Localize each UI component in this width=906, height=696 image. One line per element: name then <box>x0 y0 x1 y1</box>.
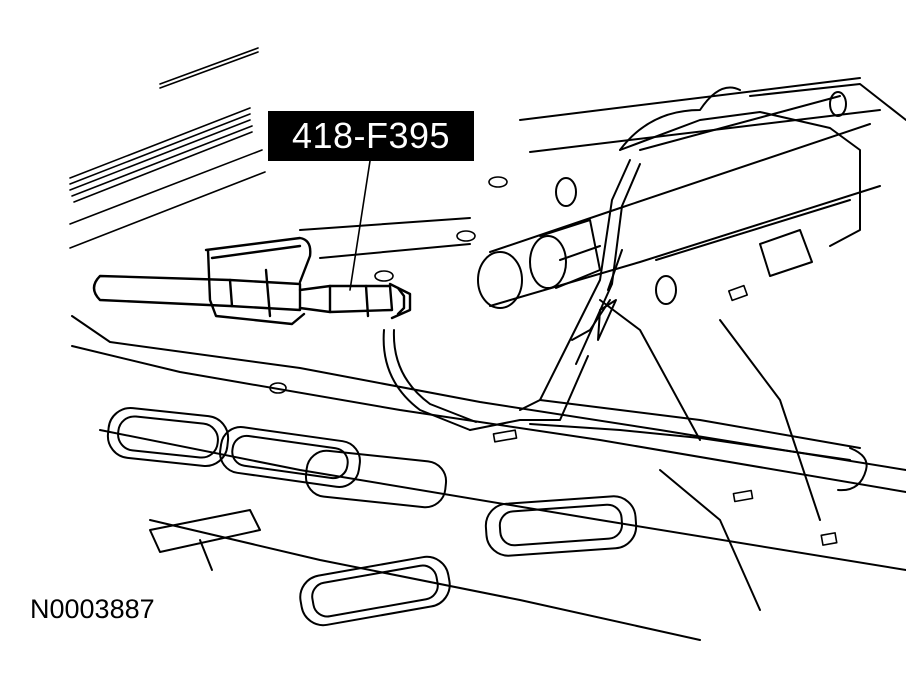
steering-column-tube <box>477 91 881 309</box>
figure-reference-id: N0003887 <box>30 594 155 624</box>
floor-recesses <box>106 407 638 627</box>
callout-leader-line <box>349 160 371 291</box>
tool-number-callout: 418-F395 <box>268 111 474 161</box>
wiring-harness <box>382 86 868 492</box>
floor-holes <box>269 176 838 546</box>
floor-pan-outline <box>71 77 906 641</box>
body-panel-hatching <box>69 47 266 249</box>
tool-418-f395 <box>92 236 412 326</box>
